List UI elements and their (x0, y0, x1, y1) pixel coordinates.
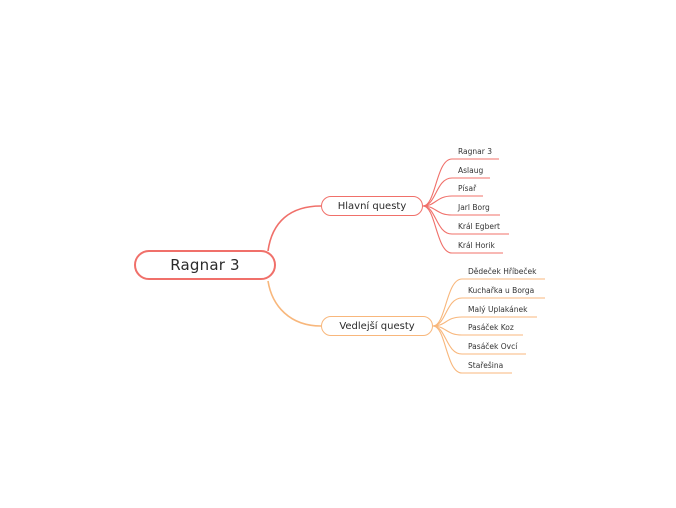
leaf-topic[interactable]: Pasáček Ovcí (468, 342, 518, 351)
connector-main-leaf-2 (422, 177, 490, 207)
leaf-topic[interactable]: Král Horik (458, 241, 495, 250)
leaf-topic[interactable]: Král Egbert (458, 222, 500, 231)
connector-main-leaf-3 (422, 195, 483, 207)
branch-topic-side-quests[interactable]: Vedlejší questy (321, 316, 433, 336)
leaf-topic[interactable]: Ragnar 3 (458, 147, 492, 156)
leaf-topic[interactable]: Jarl Borg (458, 203, 490, 212)
connector-main-leaf-6 (422, 205, 503, 254)
connector-side-leaf-3 (432, 316, 537, 327)
connector-root-side (267, 280, 322, 327)
connector-side-leaf-6 (432, 325, 512, 374)
leaf-topic[interactable]: Dědeček Hříbeček (468, 267, 537, 276)
root-topic[interactable]: Ragnar 3 (134, 250, 276, 280)
connector-side-leaf-1 (432, 278, 545, 327)
branch-topic-main-quests[interactable]: Hlavní questy (321, 196, 423, 216)
leaf-topic[interactable]: Aslaug (458, 166, 484, 175)
leaf-topic[interactable]: Malý Uplakánek (468, 305, 528, 314)
connector-root-main (267, 205, 322, 252)
leaf-topic[interactable]: Stařešina (468, 361, 504, 370)
leaf-topic[interactable]: Kuchařka u Borga (468, 286, 535, 295)
leaf-topic[interactable]: Pasáček Koz (468, 323, 514, 332)
connector-side-leaf-2 (432, 297, 545, 327)
leaf-topic[interactable]: Písař (458, 184, 477, 193)
connector-main-leaf-1 (422, 158, 499, 207)
